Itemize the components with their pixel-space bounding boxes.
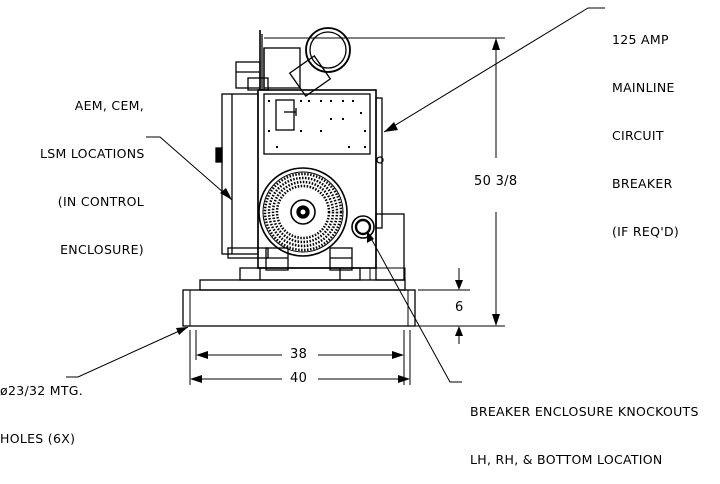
callout-control-line: AEM, CEM, xyxy=(74,98,144,113)
callout-breaker-line: MAINLINE xyxy=(612,80,675,95)
dimension-overall-width: 40 xyxy=(290,371,308,386)
callout-mtg-holes: ø23/32 MTG. HOLES (6X) xyxy=(0,351,84,463)
air-cleaner xyxy=(235,27,351,97)
dimension-inner-width: 38 xyxy=(290,347,308,362)
callout-control-line: (IN CONTROL xyxy=(57,194,144,209)
arrowheads xyxy=(176,38,500,383)
panel-dots xyxy=(268,100,366,148)
dimension-base-height: 6 xyxy=(455,300,464,315)
callout-breaker-line: 125 AMP xyxy=(612,32,669,47)
callout-knockouts-line: BREAKER ENCLOSURE KNOCKOUTS xyxy=(470,404,699,419)
callout-mtg-line: HOLES (6X) xyxy=(0,431,76,446)
callout-breaker-line: (IF REQ'D) xyxy=(612,224,680,239)
callout-knockouts: BREAKER ENCLOSURE KNOCKOUTS LH, RH, & BO… xyxy=(470,372,699,484)
generator-housing xyxy=(257,89,384,269)
generator-front-view-drawing xyxy=(66,7,605,385)
callout-control-line: LSM LOCATIONS xyxy=(40,146,145,161)
dimension-lines xyxy=(66,7,605,385)
engine-fan xyxy=(258,167,348,257)
callout-breaker-line: BREAKER xyxy=(612,176,673,191)
callout-knockouts-line: LH, RH, & BOTTOM LOCATION xyxy=(470,452,663,467)
callout-control-line: ENCLOSURE) xyxy=(60,242,144,257)
callout-control-enclosure: AEM, CEM, LSM LOCATIONS (IN CONTROL ENCL… xyxy=(40,66,144,274)
dimension-height: 50 3/8 xyxy=(474,174,518,189)
base-skid xyxy=(182,267,416,327)
callout-breaker-line: CIRCUIT xyxy=(612,128,664,143)
callout-mtg-line: ø23/32 MTG. xyxy=(0,383,84,398)
control-enclosure xyxy=(215,93,269,259)
callout-breaker: 125 AMP MAINLINE CIRCUIT BREAKER (IF REQ… xyxy=(612,0,679,256)
